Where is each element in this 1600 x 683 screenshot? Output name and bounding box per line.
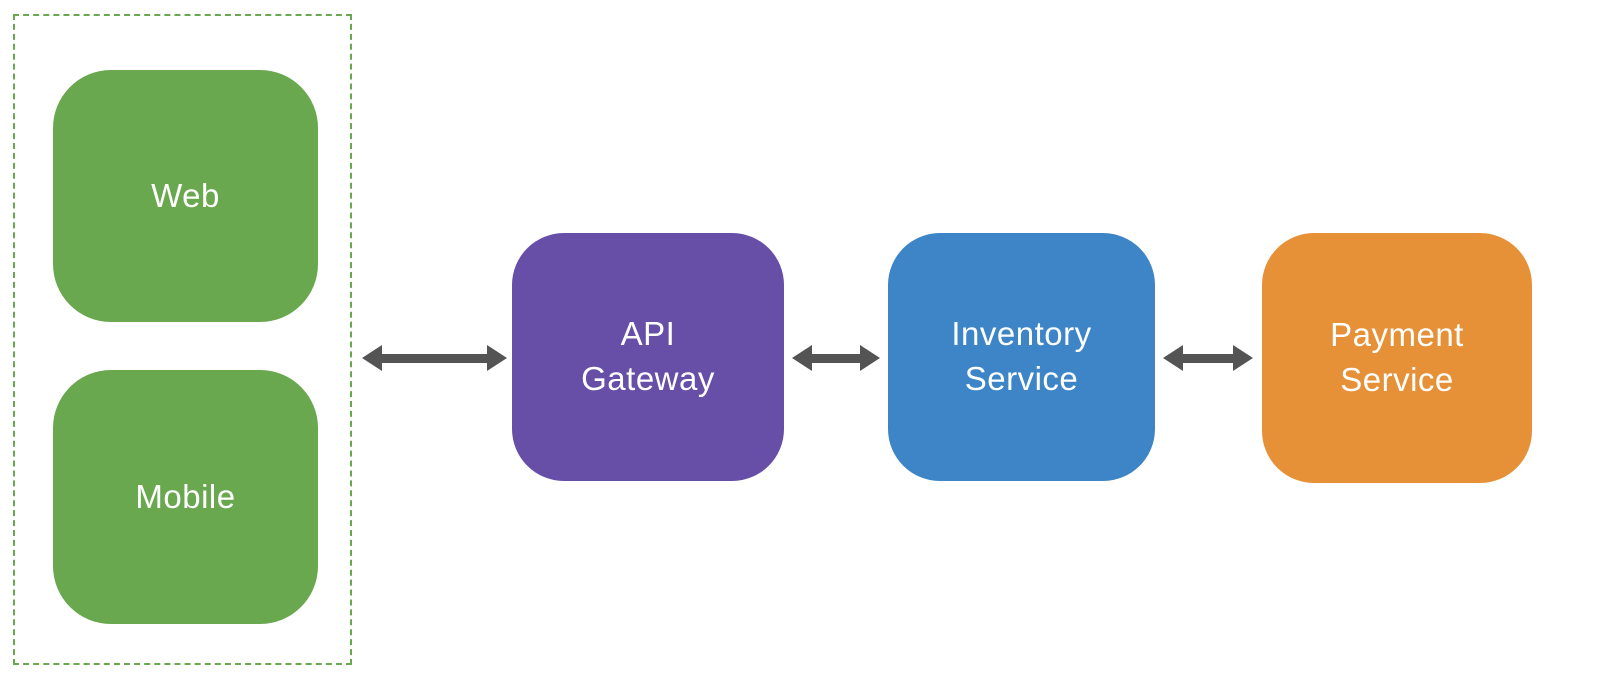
node-mobile[interactable]: Mobile bbox=[53, 370, 318, 624]
node-web-label: Web bbox=[151, 176, 220, 214]
arrow-right-head-icon bbox=[487, 345, 507, 371]
arrow-right-head-icon bbox=[1233, 345, 1253, 371]
node-payment-service[interactable]: Payment Service bbox=[1262, 233, 1532, 483]
bidirectional-arrow-clients-to-api-gateway bbox=[362, 343, 507, 373]
node-inventory-service[interactable]: Inventory Service bbox=[888, 233, 1155, 481]
node-web[interactable]: Web bbox=[53, 70, 318, 322]
node-mobile-label: Mobile bbox=[135, 477, 236, 515]
node-api-gateway[interactable]: API Gateway bbox=[512, 233, 784, 481]
node-payment-service-label: Payment Service bbox=[1330, 316, 1464, 398]
arrow-left-head-icon bbox=[792, 345, 812, 371]
arrow-shaft bbox=[811, 353, 861, 363]
arrow-right-head-icon bbox=[860, 345, 880, 371]
arrow-left-head-icon bbox=[1163, 345, 1183, 371]
arrow-left-head-icon bbox=[362, 345, 382, 371]
arrow-shaft bbox=[381, 353, 488, 363]
bidirectional-arrow-api-gateway-to-inventory bbox=[792, 343, 880, 373]
clients-group: Web Mobile bbox=[13, 14, 352, 665]
node-api-gateway-label: API Gateway bbox=[581, 315, 715, 397]
bidirectional-arrow-inventory-to-payment bbox=[1163, 343, 1253, 373]
node-inventory-service-label: Inventory Service bbox=[951, 315, 1092, 397]
arrow-shaft bbox=[1182, 353, 1234, 363]
